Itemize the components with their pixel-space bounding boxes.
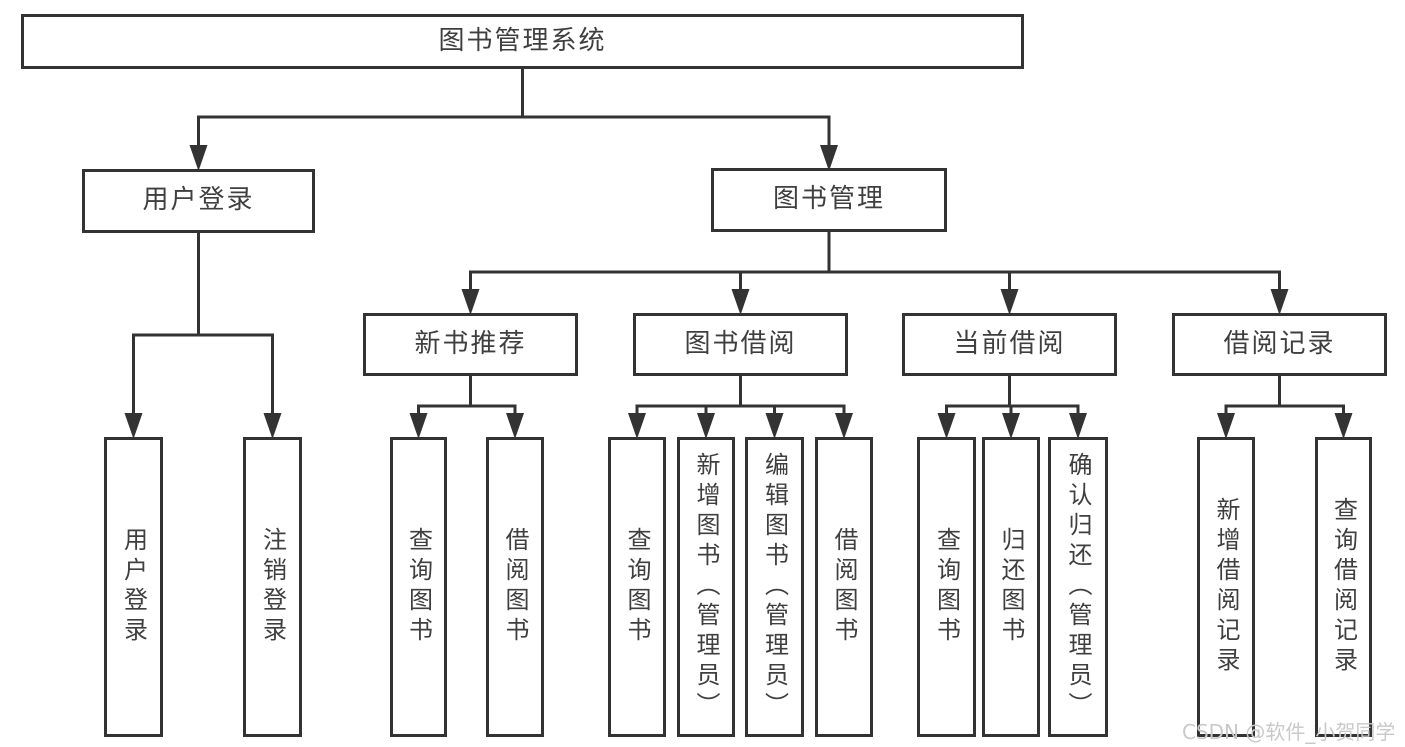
node-book-borrow: 图书借阅 bbox=[633, 313, 848, 376]
node-user-login: 用户登录 bbox=[82, 169, 315, 233]
node-add-book-admin: 新增图书（管理员） bbox=[677, 437, 735, 737]
arrowhead-icon bbox=[1002, 413, 1020, 439]
node-borrow-record: 借阅记录 bbox=[1172, 313, 1387, 376]
arrowhead-icon bbox=[124, 413, 143, 439]
arrowhead-icon bbox=[1217, 413, 1235, 439]
arrowhead-icon bbox=[820, 145, 838, 171]
watermark: CSDN @软件_小贺同学 bbox=[1182, 720, 1396, 744]
arrowhead-icon bbox=[263, 413, 282, 439]
node-logout-leaf: 注销登录 bbox=[243, 437, 302, 737]
node-book-management: 图书管理 bbox=[711, 168, 947, 232]
arrowhead-icon bbox=[765, 413, 784, 439]
node-borrow-book-1: 借阅图书 bbox=[486, 437, 544, 737]
arrowhead-icon bbox=[1000, 289, 1019, 315]
arrowhead-icon bbox=[937, 413, 956, 439]
node-query-book-2: 查询图书 bbox=[608, 437, 666, 737]
arrowhead-icon bbox=[697, 413, 715, 439]
node-query-borrow-record: 查询借阅记录 bbox=[1315, 437, 1372, 737]
arrowhead-icon bbox=[1069, 413, 1087, 439]
arrowhead-icon bbox=[461, 289, 480, 315]
node-edit-book-admin: 编辑图书（管理员） bbox=[745, 437, 804, 737]
node-user-login-leaf: 用户登录 bbox=[104, 437, 163, 737]
arrowhead-icon bbox=[1270, 289, 1289, 315]
node-current-borrow: 当前借阅 bbox=[902, 313, 1117, 376]
node-new-book-recommend: 新书推荐 bbox=[363, 313, 578, 376]
arrowhead-icon bbox=[628, 413, 646, 439]
arrowhead-icon bbox=[189, 145, 208, 171]
node-confirm-return-admin: 确认归还（管理员） bbox=[1048, 437, 1108, 737]
node-query-book-3: 查询图书 bbox=[917, 437, 976, 737]
node-root: 图书管理系统 bbox=[21, 14, 1024, 69]
node-add-borrow-record: 新增借阅记录 bbox=[1197, 437, 1255, 737]
arrowhead-icon bbox=[1334, 413, 1353, 439]
node-query-book-1: 查询图书 bbox=[390, 437, 447, 737]
node-borrow-book-2: 借阅图书 bbox=[815, 437, 873, 737]
arrowhead-icon bbox=[506, 413, 524, 439]
arrowhead-icon bbox=[835, 413, 853, 439]
arrowhead-icon bbox=[731, 289, 750, 315]
arrowhead-icon bbox=[409, 413, 428, 439]
node-return-book: 归还图书 bbox=[982, 437, 1040, 737]
